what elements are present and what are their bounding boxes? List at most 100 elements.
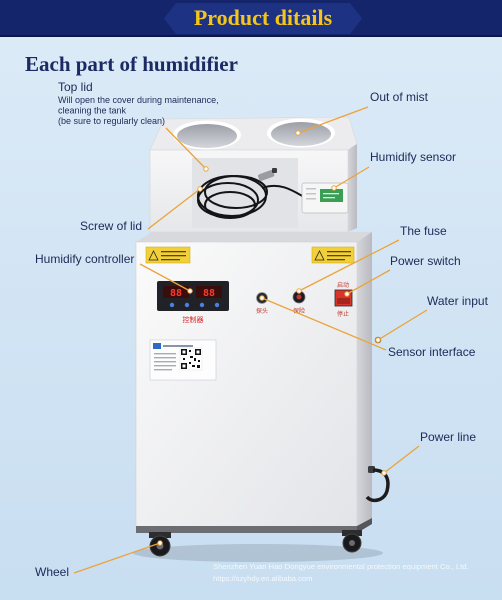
humidify-sensor-box	[301, 182, 349, 214]
coiled-sensor-cable	[197, 168, 305, 219]
label-sensor-interface: Sensor interface	[388, 345, 476, 359]
cabinet-top-ledge	[136, 232, 372, 242]
wheel-hub	[349, 540, 355, 546]
brand-logo	[153, 343, 161, 349]
callout-dot-sensor-interface	[259, 295, 265, 301]
warning-triangle-icon	[148, 250, 159, 261]
cable-connector	[258, 170, 275, 181]
controller-button	[169, 302, 175, 308]
cabinet-base-side	[357, 518, 372, 533]
label-top-lid: Top lid	[58, 80, 93, 94]
sticker-text-line	[327, 251, 351, 253]
qr-module	[197, 365, 200, 368]
sticker-text-line	[327, 255, 351, 257]
nameplate-line	[154, 369, 172, 371]
callout-line-water-input	[377, 309, 428, 341]
callout-line-screw-of-lid	[147, 188, 201, 230]
qr-finder-inner	[182, 364, 186, 368]
cabinet-side	[357, 232, 372, 528]
controller-button	[184, 302, 190, 308]
callout-dot-power-switch	[344, 291, 350, 297]
cable-loop	[204, 191, 256, 219]
callout-line-humidify-controller	[139, 263, 191, 292]
watermark: Shenzhen Yuan Hao Dongyue environmental …	[213, 562, 469, 583]
warning-triangle-icon	[314, 250, 325, 261]
mist-outlet-right	[271, 122, 331, 146]
callout-dot-humidify-controller	[187, 288, 193, 294]
note-top-lid-line-3: (be sure to regularly clean)	[58, 116, 165, 126]
floor-shadow	[133, 544, 383, 562]
callout-line-out-of-mist	[297, 106, 369, 134]
switch-on-caption: 启动	[337, 281, 349, 289]
qr-finder-inner	[196, 350, 200, 354]
led-digits-right: 88	[203, 288, 215, 299]
watermark-company: Shenzhen Yuan Hao Dongyue environmental …	[213, 562, 469, 571]
wheel-bracket	[149, 532, 171, 538]
qr-module	[198, 360, 200, 362]
mist-outlet-left	[177, 124, 237, 148]
led-window-right	[196, 286, 222, 298]
qr-finder-inner	[182, 350, 186, 354]
label-screw-of-lid: Screw of lid	[80, 219, 142, 233]
callout-dot-the-fuse	[296, 288, 302, 294]
callout-labels: Top lid Will open the cover during maint…	[35, 80, 489, 579]
page-heading: Each part of humidifier	[25, 52, 238, 76]
qr-module	[190, 356, 193, 358]
sensor-vent	[306, 193, 316, 195]
qr-module	[183, 358, 185, 360]
label-water-input: Water input	[427, 294, 489, 308]
wheel-left	[149, 532, 171, 557]
cabinet-base-strip	[136, 526, 357, 533]
callout-dot-out-of-mist	[295, 130, 301, 136]
qr-code	[179, 347, 203, 371]
label-power-switch: Power switch	[390, 254, 461, 268]
title-banner: Product ditails	[0, 0, 502, 37]
nameplate	[149, 339, 217, 381]
callout-line-top-lid	[165, 127, 207, 170]
switch-rocker-shade	[337, 298, 350, 304]
sensor-label-line	[323, 197, 335, 199]
callout-dot-humidify-sensor	[331, 185, 337, 191]
sensor-vent	[306, 198, 316, 200]
nameplate-line	[154, 353, 176, 355]
humidify-controller: 88 88 控制器	[157, 281, 229, 324]
callout-line-power-switch	[346, 269, 391, 295]
fuse-caption: 保险	[293, 307, 305, 315]
switch-off-caption: 停止	[337, 310, 349, 318]
lid-side	[348, 144, 357, 232]
callout-dot-wheel	[157, 540, 163, 546]
qr-module	[189, 362, 191, 364]
watermark-url: https://szyhdy.en.alibaba.com	[213, 574, 312, 583]
qr-module	[194, 358, 196, 361]
label-out-of-mist: Out of mist	[370, 90, 429, 104]
sensor-green-label	[320, 189, 343, 202]
qr-module	[189, 350, 191, 352]
callout-dot-water-input	[375, 337, 381, 343]
qr-module	[192, 365, 195, 367]
sticker-text-line	[161, 259, 180, 261]
cable-loop	[204, 175, 268, 209]
nameplate-line	[163, 345, 193, 347]
label-humidify-controller: Humidify controller	[35, 252, 134, 266]
nameplate-line	[154, 365, 176, 367]
controller-caption: 控制器	[183, 315, 204, 324]
note-top-lid-line-1: Will open the cover during maintenance,	[58, 95, 219, 105]
fuse-indicator	[296, 294, 302, 300]
warning-sticker-left	[145, 246, 191, 264]
label-power-line: Power line	[420, 430, 476, 444]
callout-dot-top-lid	[203, 166, 209, 172]
led-digits-left: 88	[170, 288, 182, 299]
sticker-text-line	[161, 255, 186, 257]
callout-line-power-line	[383, 445, 420, 474]
cable-connector-tip	[272, 168, 277, 173]
banner-title: Product ditails	[194, 5, 333, 30]
label-wheel: Wheel	[35, 565, 69, 579]
wheel-right	[342, 530, 362, 553]
callout-line-wheel	[73, 542, 161, 574]
callout-line-the-fuse	[298, 239, 400, 292]
banner-bottom-edge	[0, 35, 502, 37]
controller-button	[214, 302, 220, 308]
led-window-left	[163, 286, 189, 298]
controller-button	[199, 302, 205, 308]
